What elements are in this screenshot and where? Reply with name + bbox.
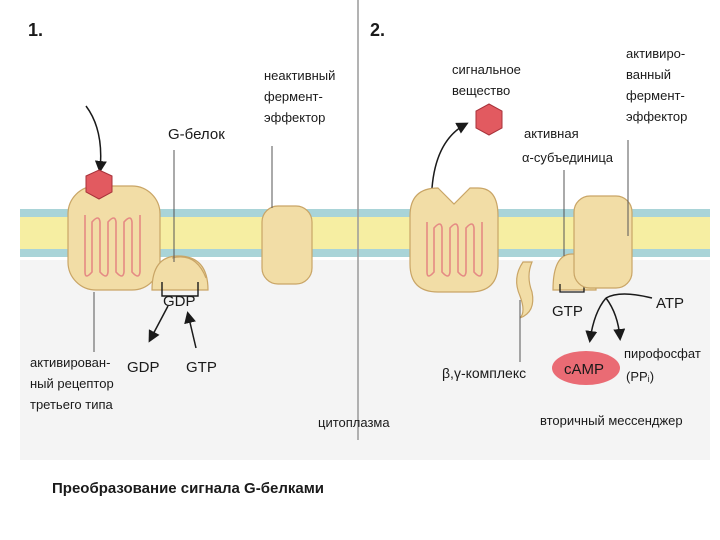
pyrophosphate-label: пирофосфат (PPᵢ) <box>624 346 704 384</box>
ppi-output-arrow-icon <box>605 297 626 341</box>
gdp-bound-label: GDP <box>163 293 196 310</box>
effector-active <box>573 195 633 289</box>
atp-label: ATP <box>656 295 684 312</box>
gtp-incoming-label: GTP <box>186 359 217 376</box>
signal-arrow-icon <box>85 105 107 173</box>
signal-molecule-icon <box>85 169 113 200</box>
camp-label: cAMP <box>564 361 604 378</box>
gtp-bound-label: GTP <box>552 303 583 320</box>
receptor-inactive <box>409 187 499 293</box>
receptor-label: активирован- ный рецептор третьего типа <box>30 355 117 412</box>
camp-output-arrow-icon <box>585 297 607 343</box>
atp-input-line <box>605 293 653 299</box>
alpha-subunit-label: активная α-субъединица <box>522 126 614 165</box>
signal-release-arrow-icon <box>431 122 469 189</box>
cytoplasm-label: цитоплазма <box>318 415 390 430</box>
gdp-release-arrow-icon <box>148 305 169 343</box>
receptor-active <box>67 169 161 291</box>
effector-active-label: активиро- ванный фермент- эффектор <box>626 46 689 124</box>
effector-inactive-label: неактивный фермент- эффектор <box>264 68 339 125</box>
camp-molecule <box>552 351 620 385</box>
g-protein-label: G-белок <box>168 126 225 143</box>
released-signal-molecule-icon <box>475 103 503 136</box>
beta-gamma-label: β,γ-комплекс <box>442 365 526 381</box>
gdp-released-label: GDP <box>127 359 160 376</box>
panel-2-number: 2. <box>370 20 385 40</box>
gtp-entry-arrow-icon <box>184 311 197 349</box>
second-messenger-label: вторичный мессенджер <box>540 413 683 428</box>
panel-1-number: 1. <box>28 20 43 40</box>
g-protein-inactive: GDP <box>151 255 209 310</box>
figure-caption: Преобразование сигнала G-белками <box>52 480 324 497</box>
signal-substance-label: сигнальное вещество <box>452 62 525 98</box>
effector-inactive <box>261 205 313 285</box>
